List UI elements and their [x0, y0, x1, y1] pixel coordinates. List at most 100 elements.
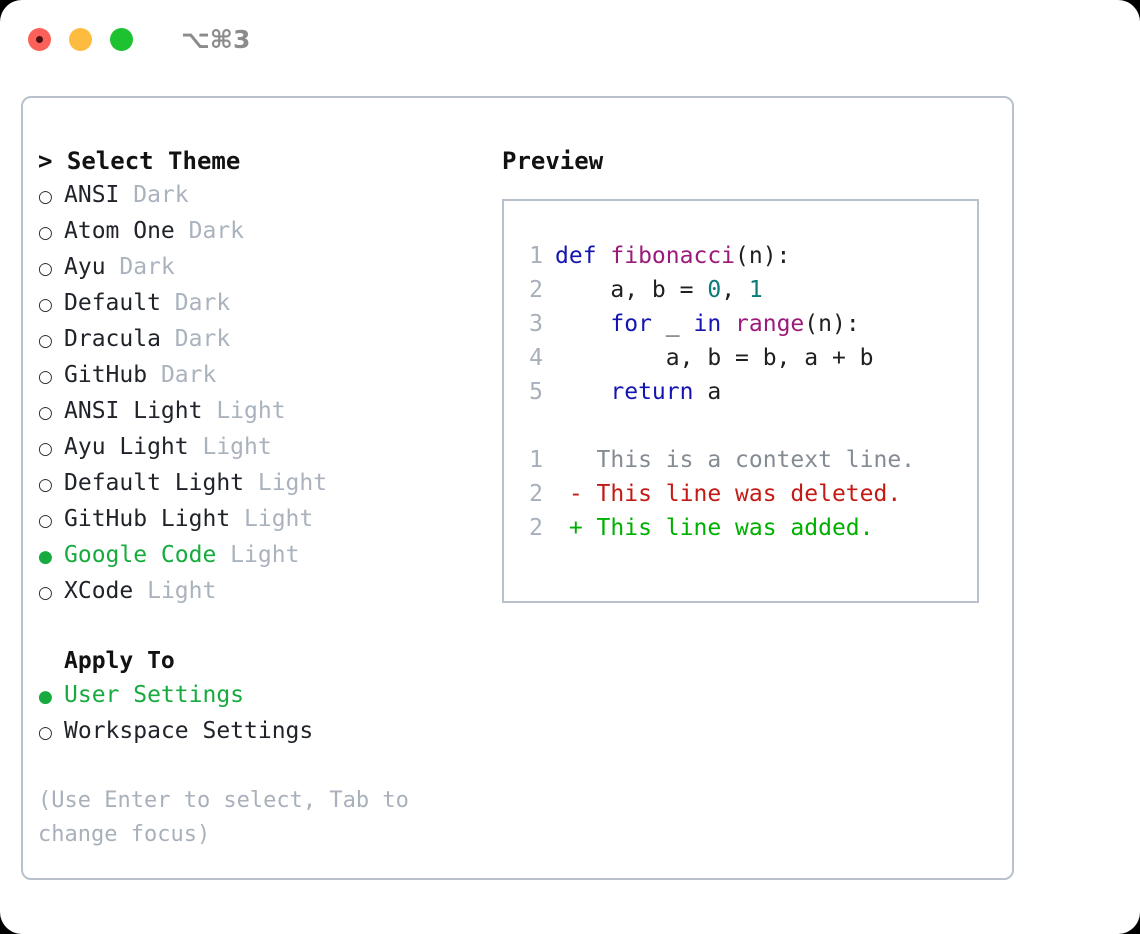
token-fn: range	[735, 311, 805, 337]
section-spacer	[38, 610, 488, 644]
theme-option-4[interactable]: ○ Dracula Dark	[38, 322, 488, 358]
theme-option-6[interactable]: ○ANSI Light Light	[38, 394, 488, 430]
option-label: Atom One	[64, 218, 175, 244]
token-fn: fibonacci	[610, 243, 736, 269]
code-line: 5 return a	[513, 375, 977, 409]
diff-line-add: 2 + This line was added.	[513, 511, 977, 545]
code-text: a, b = b, a + b	[555, 341, 874, 375]
line-number: 4	[529, 345, 543, 371]
token-pl: _	[651, 311, 694, 337]
option-label: Ayu Light	[64, 434, 189, 460]
close-window-button[interactable]	[28, 27, 51, 51]
option-label: Default	[64, 290, 161, 316]
token-pl	[721, 311, 735, 337]
zoom-window-button[interactable]	[110, 27, 133, 51]
theme-option-0[interactable]: ○ ANSI Dark	[38, 178, 488, 214]
diff-line-ctx: 1 This is a context line.	[513, 443, 977, 477]
radio-unselected-icon: ○	[38, 187, 53, 207]
option-label: ANSI	[64, 182, 120, 208]
option-variant-badge: Light	[188, 434, 272, 460]
diff-text: + This line was added.	[555, 515, 874, 541]
theme-option-7[interactable]: ○ Ayu Light Light	[38, 430, 488, 466]
option-variant-badge: Dark	[174, 218, 245, 244]
window-title: ⌥⌘3	[181, 24, 251, 54]
option-variant-badge: Light	[244, 470, 328, 496]
radio-unselected-icon: ○	[38, 475, 53, 495]
token-pl: a, b = b, a + b	[555, 345, 874, 371]
token-pl: (n):	[735, 243, 791, 269]
option-variant-badge: Light	[133, 578, 217, 604]
line-number: 5	[529, 379, 543, 405]
option-variant-badge: Dark	[160, 326, 231, 352]
select-theme-header: > Select Theme	[38, 147, 241, 175]
code-text: a, b = 0, 1	[555, 273, 763, 307]
code-line: 4 a, b = b, a + b	[513, 341, 977, 375]
option-label: Google Code	[64, 542, 217, 568]
line-number: 1	[529, 447, 543, 473]
code-line: 2 a, b = 0, 1	[513, 273, 977, 307]
option-variant-badge: Dark	[119, 182, 189, 208]
theme-option-1[interactable]: ○ Atom One Dark	[38, 214, 488, 250]
token-num: 1	[748, 277, 763, 303]
radio-unselected-icon: ○	[38, 223, 53, 243]
token-pl: a, b =	[555, 277, 708, 303]
apply-to-option-0[interactable]: ●User Settings	[38, 678, 488, 714]
theme-option-5[interactable]: ○ GitHub Dark	[38, 358, 488, 394]
radio-selected-icon: ●	[38, 547, 53, 567]
minimize-window-button[interactable]	[69, 27, 92, 51]
line-number: 2	[529, 481, 543, 507]
theme-option-list: ○ANSI Dark○Atom One Dark○Ayu Dark○Defaul…	[38, 178, 488, 610]
option-label: User Settings	[64, 682, 245, 708]
line-number: 1	[529, 243, 543, 269]
theme-option-11[interactable]: ○ XCode Light	[38, 574, 488, 610]
radio-unselected-icon: ○	[38, 439, 53, 459]
token-pl: (n):	[804, 311, 860, 337]
radio-unselected-icon: ○	[38, 259, 53, 279]
radio-unselected-icon: ○	[38, 511, 53, 531]
preview-header: Preview	[502, 147, 604, 175]
token-kw: return	[610, 379, 694, 405]
window-controls	[28, 27, 133, 51]
option-variant-badge: Light	[202, 398, 286, 424]
radio-unselected-icon: ○	[38, 295, 53, 315]
radio-unselected-icon: ○	[38, 331, 53, 351]
line-number: 2	[529, 277, 543, 303]
diff-text: This is a context line.	[555, 447, 916, 473]
option-label: GitHub	[64, 362, 148, 388]
line-number: 2	[529, 515, 543, 541]
theme-option-3[interactable]: ○Default Dark	[38, 286, 488, 322]
theme-option-2[interactable]: ○ Ayu Dark	[38, 250, 488, 286]
code-line: 1 def fibonacci(n):	[513, 239, 977, 273]
radio-unselected-icon: ○	[38, 367, 53, 387]
radio-unselected-icon: ○	[38, 583, 53, 603]
token-pl: a	[693, 379, 722, 405]
theme-option-10[interactable]: ● Google Code Light	[38, 538, 488, 574]
token-pl	[555, 379, 610, 405]
option-label: Ayu	[64, 254, 106, 280]
token-kw: for	[610, 311, 652, 337]
apply-to-option-1[interactable]: ○Workspace Settings	[38, 714, 488, 750]
option-variant-badge: Dark	[147, 362, 217, 388]
option-label: Workspace Settings	[64, 718, 314, 744]
token-num: 0	[707, 277, 722, 303]
code-text: for _ in range(n):	[555, 307, 860, 341]
token-kw: def	[555, 243, 611, 269]
token-pl	[555, 311, 610, 337]
option-variant-badge: Light	[230, 506, 314, 532]
diff-line-del: 2 - This line was deleted.	[513, 477, 977, 511]
title-bar: ⌥⌘3	[0, 0, 1140, 78]
theme-option-9[interactable]: ○GitHub Light Light	[38, 502, 488, 538]
option-label: XCode	[64, 578, 134, 604]
option-label: Dracula	[64, 326, 161, 352]
option-variant-badge: Light	[216, 542, 300, 568]
theme-option-8[interactable]: ○Default Light Light	[38, 466, 488, 502]
option-variant-badge: Dark	[105, 254, 175, 280]
token-pl: ,	[721, 277, 749, 303]
code-line: 3 for _ in range(n):	[513, 307, 977, 341]
diff-sample: 1 This is a context line.2 - This line w…	[513, 443, 977, 545]
keyboard-hint: (Use Enter to select, Tab to change focu…	[38, 788, 423, 847]
token-kw: in	[693, 311, 722, 337]
